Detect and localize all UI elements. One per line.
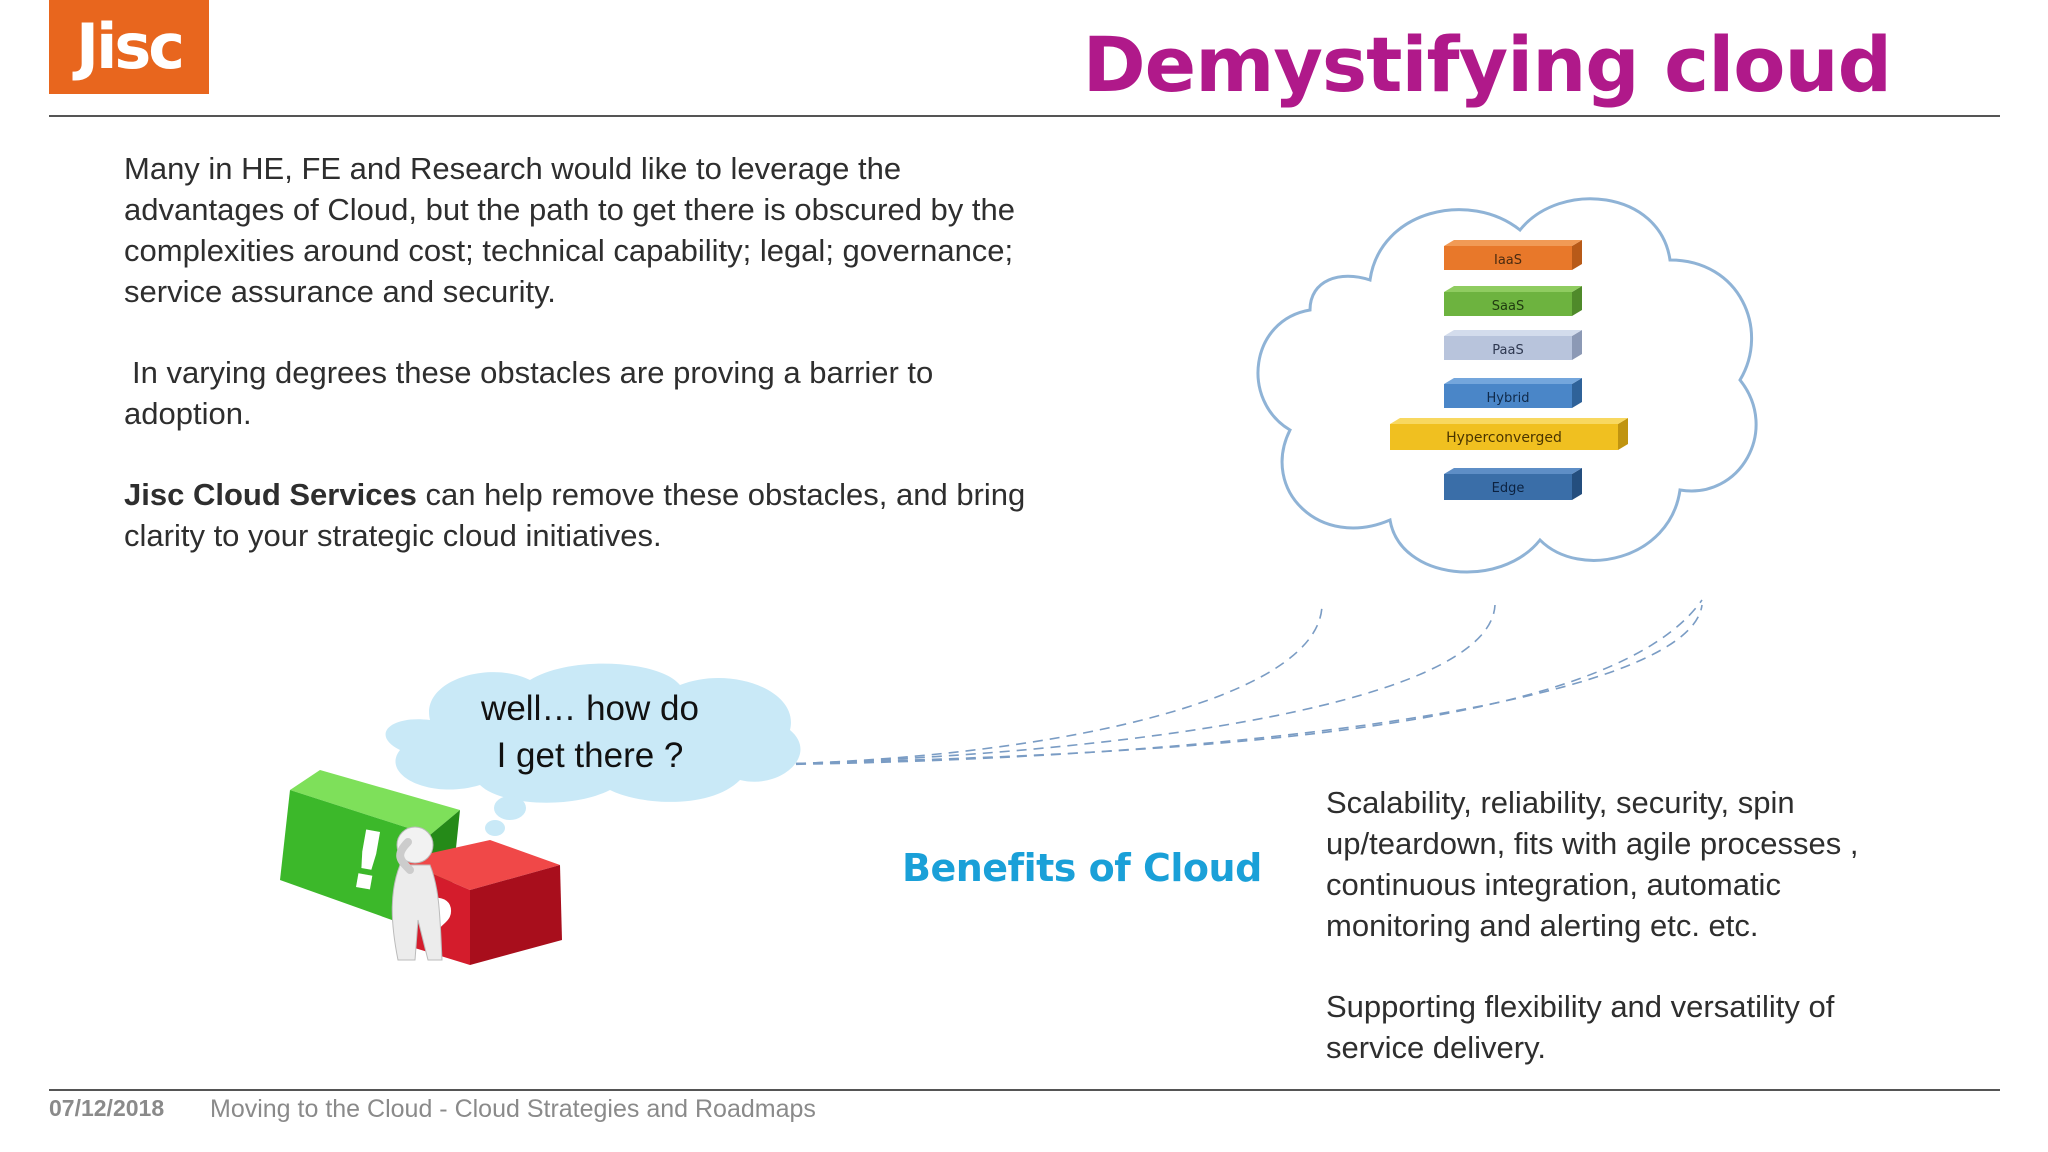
- footer-title: Moving to the Cloud - Cloud Strategies a…: [210, 1095, 816, 1123]
- layer-label: Edge: [1492, 481, 1525, 496]
- intro-text: Many in HE, FE and Research would like t…: [124, 148, 1054, 596]
- layer-label: Hybrid: [1487, 391, 1530, 406]
- header-divider: [49, 115, 2000, 117]
- thought-bubble: well… how do I get there ?: [370, 660, 810, 840]
- layer-bar: [1444, 246, 1572, 270]
- footer-divider: [49, 1089, 2000, 1091]
- layer-edge: Edge: [1444, 468, 1582, 500]
- layer-label: PaaS: [1492, 343, 1523, 358]
- layer-label: Hyperconverged: [1446, 430, 1562, 446]
- service-layer-stack: IaaS SaaS PaaS Hybrid Hyperconverged: [1390, 240, 1630, 510]
- bubble-line-2: I get there ?: [496, 736, 684, 775]
- layer-hybrid: Hybrid: [1444, 378, 1582, 408]
- benefits-paragraph-1: Scalability, reliability, security, spin…: [1326, 785, 1859, 943]
- layer-paas: PaaS: [1444, 330, 1582, 360]
- layer-saas: SaaS: [1444, 286, 1582, 316]
- slide-title: Demystifying cloud: [1082, 20, 1892, 109]
- benefits-text: Scalability, reliability, security, spin…: [1326, 782, 1926, 1108]
- layer-label: SaaS: [1492, 299, 1524, 314]
- person-figure-icon: [391, 826, 443, 961]
- intro-paragraph-2: In varying degrees these obstacles are p…: [124, 355, 934, 431]
- bubble-text: well… how do I get there ?: [370, 685, 810, 779]
- benefits-paragraph-2: Supporting flexibility and versatility o…: [1326, 989, 1835, 1065]
- footer-date: 07/12/2018: [49, 1095, 165, 1121]
- benefits-title: Benefits of Cloud: [902, 846, 1262, 890]
- intro-paragraph-3: Jisc Cloud Services can help remove thes…: [124, 474, 1054, 556]
- thought-bubble-shape: [385, 663, 801, 836]
- layer-label: IaaS: [1494, 253, 1522, 268]
- logo-text: Jisc: [76, 10, 185, 83]
- bubble-line-1: well… how do: [481, 689, 699, 728]
- intro-paragraph-3-rest: can help remove these obstacles, and bri…: [124, 477, 1026, 553]
- question-figure-illustration: ! ?: [280, 770, 562, 967]
- intro-paragraph-1: Many in HE, FE and Research would like t…: [124, 151, 1015, 309]
- jisc-cloud-services-label: Jisc Cloud Services: [124, 477, 417, 512]
- service-layer-bars: IaaS SaaS PaaS Hybrid Hyperconverged: [1390, 240, 1628, 500]
- layer-iaas: IaaS: [1444, 240, 1582, 270]
- jisc-logo: Jisc: [49, 0, 209, 94]
- layer-hyperconverged: Hyperconverged: [1390, 418, 1628, 450]
